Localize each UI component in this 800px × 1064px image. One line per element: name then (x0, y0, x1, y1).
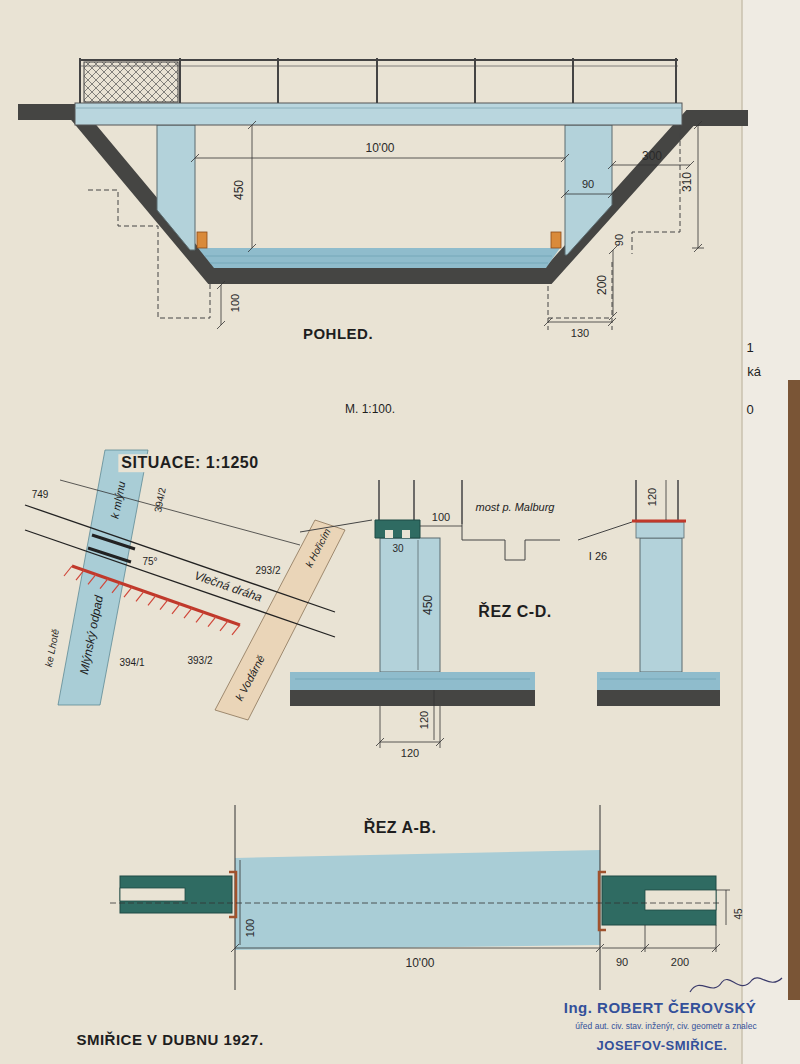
note: most p. Malburg (476, 501, 555, 513)
dimension: 10'00 (366, 142, 395, 155)
dimension: 100 (244, 919, 256, 937)
channel-label: Mlýnský odpad (78, 594, 106, 675)
section-cd (290, 480, 720, 748)
adjacent-sheet (742, 0, 800, 1064)
dimension: 90 (582, 178, 594, 190)
view-title: ŘEZ C-D. (478, 603, 551, 621)
dimension: 200 (596, 275, 609, 295)
scale-note: M. 1:100. (345, 403, 395, 416)
road-label: k Hořicím (303, 527, 333, 569)
place-date: SMIŘICE V DUBNU 1927. (76, 1032, 263, 1049)
parcel-number: 394/1 (119, 657, 144, 668)
dimension: 45 (733, 908, 744, 919)
stamp-name: Ing. ROBERT ČEROVSKÝ (564, 1000, 757, 1017)
dimension: 300 (642, 150, 662, 163)
dimension: 10'00 (406, 957, 435, 970)
parcel-number: 293/2 (255, 565, 280, 576)
railway-label: Vlečná dráha (192, 569, 263, 604)
margin-fragment: 1 (746, 341, 753, 355)
place-label: ke Lhotě (43, 628, 61, 668)
view-title: ŘEZ A-B. (364, 819, 437, 837)
dimension: 100 (432, 511, 450, 523)
elevation-view (18, 58, 748, 330)
parcel-number: 393/2 (187, 655, 212, 666)
section-ab (110, 805, 730, 990)
view-title: POHLED. (303, 326, 373, 343)
dimension: 90 (616, 956, 628, 968)
parcel-number: 394/2 (152, 487, 168, 514)
dimension: 130 (571, 327, 589, 339)
place-label: k mlýnu (108, 480, 127, 520)
dimension: 310 (681, 172, 694, 192)
wood-edge (788, 380, 800, 1000)
stamp-text: úřed aut. civ. stav. inženýr, civ. geome… (575, 1022, 756, 1031)
dimension: 450 (233, 180, 246, 200)
dimension: 120 (646, 488, 658, 506)
dimension: 90 (613, 234, 625, 246)
margin-fragment: ká (747, 365, 761, 379)
angle-label: 75° (142, 556, 157, 567)
road-label: k Vodárně (233, 653, 267, 703)
view-title: SITUACE: 1:1250 (118, 454, 261, 472)
dimension: 200 (671, 956, 689, 968)
dimension: 120 (418, 711, 430, 729)
dimension: 30 (392, 543, 403, 554)
signature (690, 978, 782, 992)
dimension: 120 (401, 747, 419, 759)
sheet-edge (741, 0, 743, 1064)
stamp-place: JOSEFOV-SMIŘICE. (597, 1039, 728, 1053)
parcel-number: 749 (32, 489, 49, 500)
dimension: 450 (422, 595, 435, 615)
dimension: 100 (229, 294, 241, 312)
margin-fragment: 0 (746, 403, 753, 417)
beam-label: I 26 (589, 550, 607, 562)
